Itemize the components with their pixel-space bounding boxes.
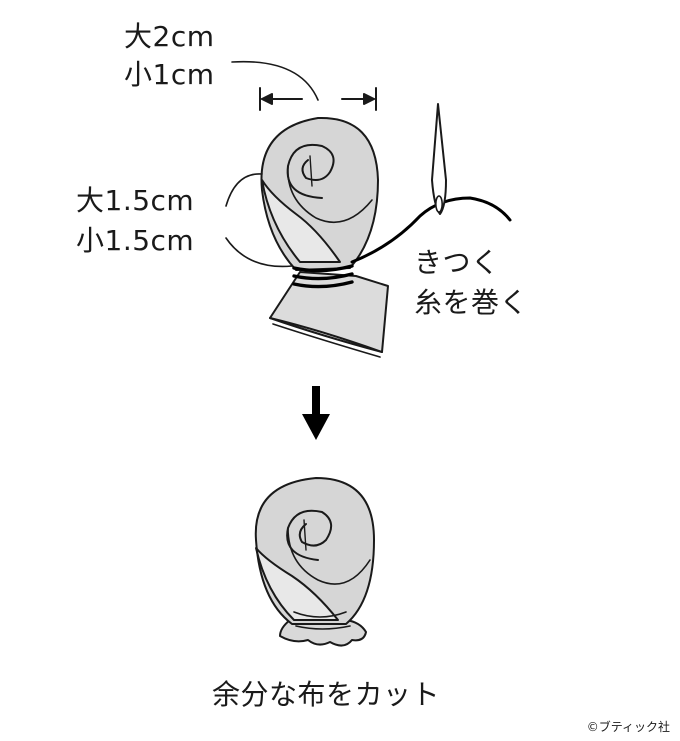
- width-dimension-arrow: [231, 60, 377, 111]
- needle-icon: [431, 103, 447, 215]
- down-arrow-icon: [302, 386, 330, 440]
- rose-tied-illustration: [260, 103, 512, 358]
- wrap-instruction-line1: きつく: [414, 246, 500, 279]
- width-label-small: 小1cm: [124, 58, 215, 91]
- height-label-small: 小1.5cm: [76, 224, 195, 257]
- rose-finished-illustration: [254, 477, 375, 647]
- thread-band: [292, 264, 354, 273]
- height-leader-top: [225, 173, 263, 207]
- width-label-large: 大2cm: [124, 20, 215, 53]
- copyright-notice: ©ブティック社: [586, 720, 670, 734]
- cut-caption: 余分な布をカット: [212, 678, 441, 711]
- height-label-large: 大1.5cm: [76, 184, 195, 217]
- height-leader-bottom: [225, 237, 293, 268]
- fabric-skirt: [269, 271, 389, 353]
- wrap-instruction-line2: 糸を巻く: [414, 286, 529, 319]
